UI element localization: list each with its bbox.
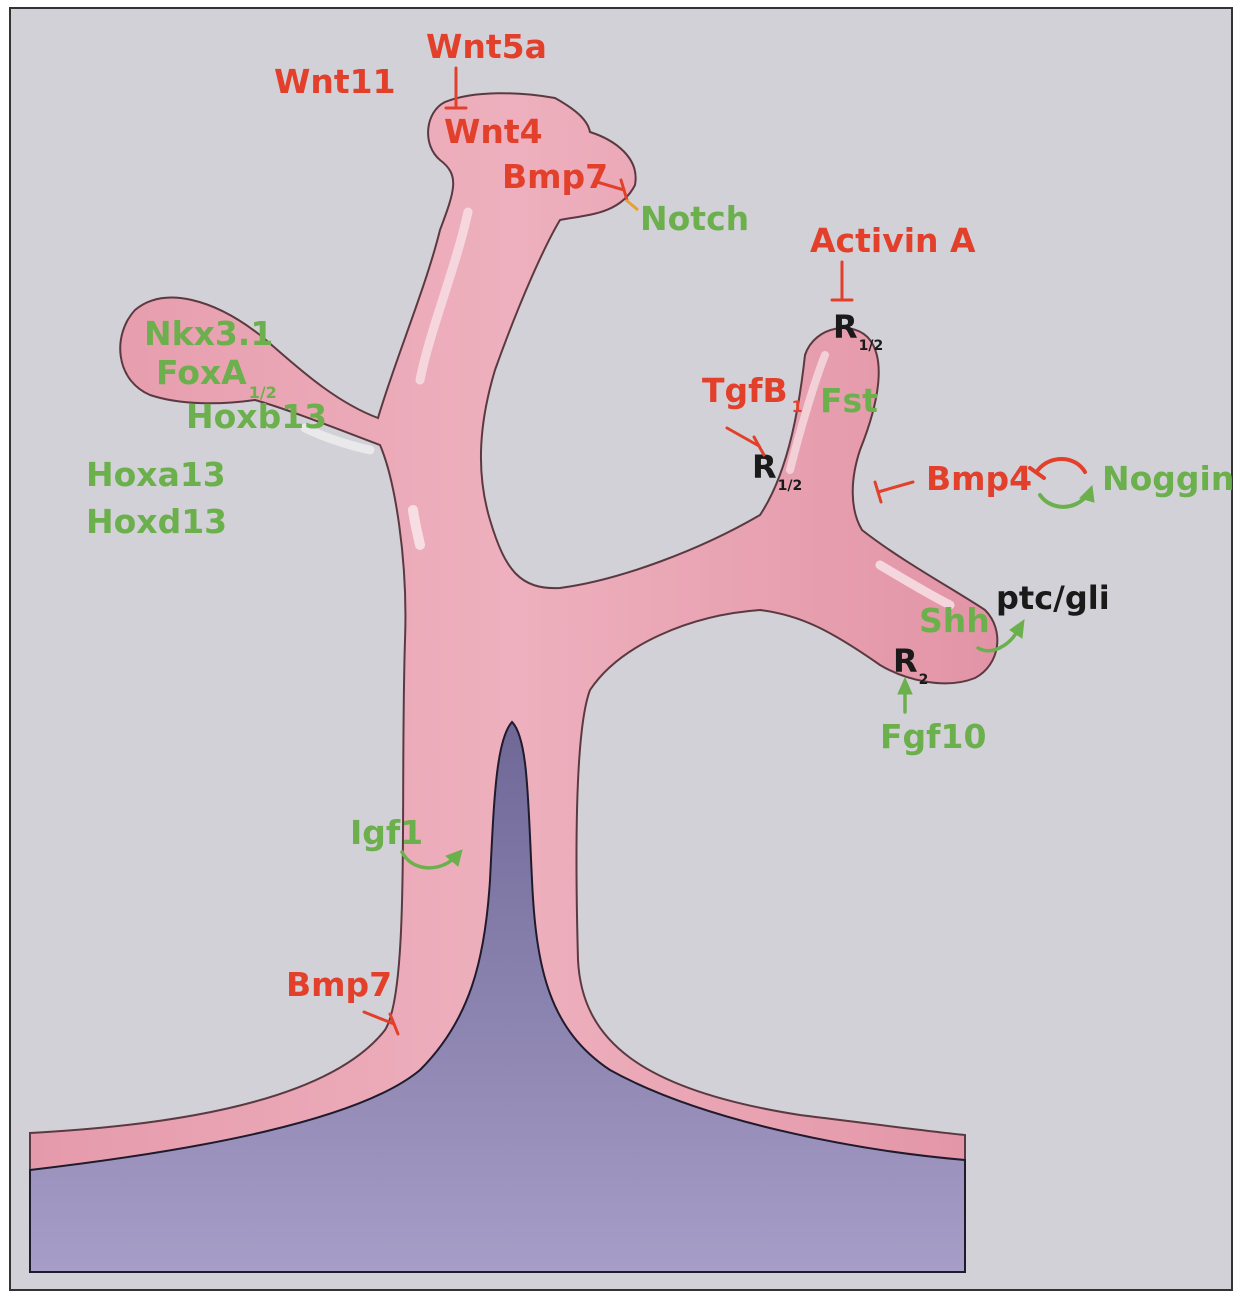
hoxd13-label: Hoxd13 bbox=[86, 502, 227, 541]
receptor-low-text: R bbox=[893, 642, 918, 680]
igf1-label: Igf1 bbox=[350, 813, 423, 852]
noggin-label: Noggin bbox=[1102, 459, 1234, 498]
wnt5a-label: Wnt5a bbox=[426, 27, 547, 66]
ptc-gli-label: ptc/gli bbox=[996, 579, 1110, 617]
wnt4-label: Wnt4 bbox=[444, 112, 543, 151]
hoxa13-label: Hoxa13 bbox=[86, 455, 226, 494]
bmp4-label: Bmp4 bbox=[926, 459, 1032, 498]
activin-a-label: Activin A bbox=[810, 221, 976, 260]
bmp7-top-label: Bmp7 bbox=[502, 157, 608, 196]
fst-label: Fst bbox=[820, 381, 878, 420]
foxa-text: FoxA bbox=[156, 353, 247, 392]
tgfb-text: TgfB bbox=[702, 371, 788, 410]
receptor-top-subscript: 1/2 bbox=[859, 338, 884, 354]
fgf10-label: Fgf10 bbox=[880, 717, 986, 756]
receptor-mid-subscript: 1/2 bbox=[778, 478, 803, 494]
notch-label: Notch bbox=[640, 199, 749, 238]
hoxb13-label: Hoxb13 bbox=[186, 397, 327, 436]
receptor-low-subscript: 2 bbox=[919, 672, 929, 688]
nkx31-label: Nkx3.1 bbox=[144, 314, 273, 353]
shh-label: Shh bbox=[919, 601, 990, 640]
bmp7-bottom-label: Bmp7 bbox=[286, 965, 392, 1004]
receptor-top-text: R bbox=[833, 308, 858, 346]
wnt11-label: Wnt11 bbox=[274, 62, 396, 101]
tgfb-subscript: 1 bbox=[792, 397, 803, 416]
